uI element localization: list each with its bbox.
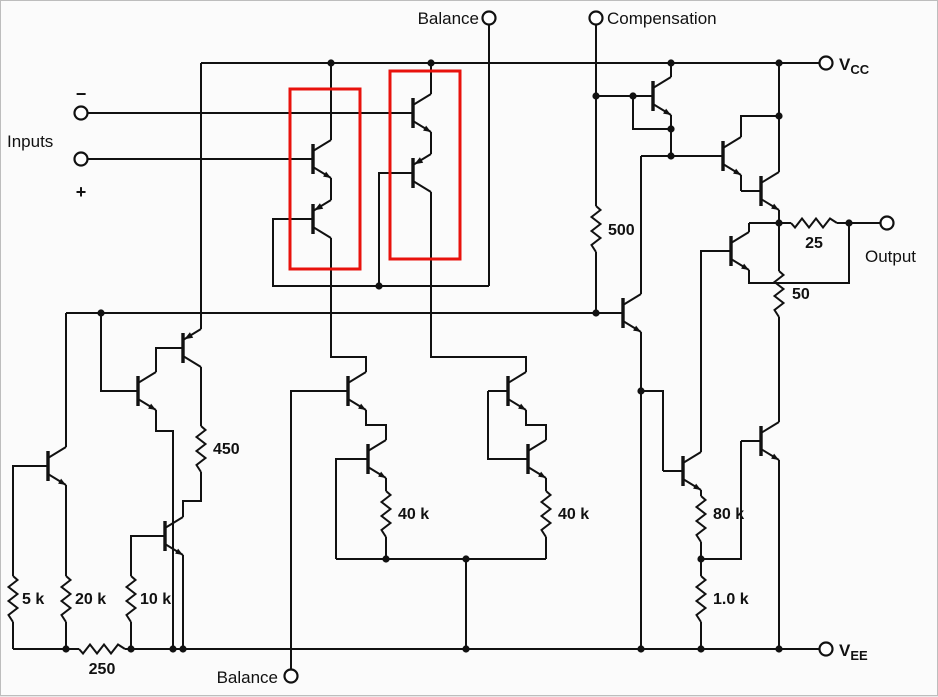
resistor-40k-a-label: 40 k	[398, 506, 429, 523]
transistor-bias-2	[116, 370, 158, 412]
transistor-q2	[391, 92, 433, 134]
output-terminal	[879, 215, 895, 231]
transistor-output-npn	[739, 170, 781, 212]
resistor-10k	[125, 575, 137, 623]
input-wires	[87, 112, 393, 160]
resistor-20k	[60, 575, 72, 623]
resistor-40k-a	[380, 490, 392, 538]
transistor-second-stage	[601, 292, 643, 334]
resistor-450	[195, 425, 207, 473]
inputs-label: Inputs	[7, 132, 53, 151]
resistor-40k-b-label: 40 k	[558, 506, 589, 523]
resistor-50-label: 50	[792, 286, 810, 303]
compensation-label: Compensation	[607, 9, 717, 28]
resistor-5k	[7, 575, 19, 623]
balance-top-label: Balance	[418, 9, 479, 28]
transistor-mirror-b2	[506, 438, 548, 480]
resistor-250	[78, 643, 126, 655]
resistor-25-label: 25	[805, 235, 823, 252]
resistor-5k-label: 5 k	[22, 591, 44, 608]
inverting-input-terminal	[73, 105, 89, 121]
transistor-mirror-top	[631, 75, 673, 117]
transistor-q4	[391, 152, 433, 194]
balance-bottom-label: Balance	[217, 668, 278, 687]
minus-sign: −	[76, 84, 87, 104]
resistor-500	[590, 205, 602, 253]
resistor-10k-label: 10 k	[140, 591, 171, 608]
resistor-20k-label: 20 k	[75, 591, 106, 608]
resistor-1p0k	[695, 575, 707, 623]
resistor-80k-label: 80 k	[713, 506, 744, 523]
bias-stage-wires	[12, 63, 603, 649]
vcc-terminal	[818, 55, 834, 71]
balance-bottom-terminal	[283, 668, 299, 684]
resistor-250-label: 250	[89, 661, 116, 678]
balance-top-terminal	[481, 10, 497, 26]
transistor-bias-4	[143, 515, 185, 557]
transistor-q3	[291, 198, 333, 240]
transistor-current-limit	[709, 230, 751, 272]
output-stage-wires	[640, 63, 881, 649]
transistors	[26, 75, 781, 557]
vee-label: VEE	[839, 641, 868, 663]
transistor-bias-pnp	[161, 327, 203, 369]
vee-terminal	[818, 641, 834, 657]
labels: Balance Compensation VCC Inputs − + Outp…	[7, 9, 916, 687]
resistor-40k-b	[540, 490, 552, 538]
transistor-output-bias	[661, 450, 703, 492]
compensation-wires	[595, 24, 703, 313]
highlight-box-left	[288, 87, 362, 271]
resistors	[7, 205, 838, 655]
vcc-label: VCC	[839, 55, 870, 77]
input-stage-wires	[272, 24, 527, 372]
resistor-80k	[695, 495, 707, 543]
transistor-bias-3	[26, 445, 68, 487]
compensation-terminal	[588, 10, 604, 26]
transistor-output-sink	[739, 420, 781, 462]
resistor-1p0k-label: 1.0 k	[713, 591, 749, 608]
junction-dots	[62, 59, 853, 653]
resistor-500-label: 500	[608, 222, 635, 239]
highlights	[288, 69, 462, 271]
output-label: Output	[865, 247, 916, 266]
transistor-mirror-a2	[346, 438, 388, 480]
transistor-q1	[291, 138, 333, 180]
resistor-450-label: 450	[213, 441, 240, 458]
terminals	[73, 10, 895, 684]
transistor-mirror-a1	[326, 370, 368, 412]
highlight-box-right	[388, 69, 462, 261]
transistor-driver	[701, 135, 743, 177]
transistor-mirror-b1	[486, 370, 528, 412]
resistor-50	[773, 270, 785, 318]
resistor-25	[790, 217, 838, 229]
noninverting-input-terminal	[73, 151, 89, 167]
mirror-stage-wires	[290, 390, 547, 670]
plus-sign: +	[76, 182, 87, 202]
